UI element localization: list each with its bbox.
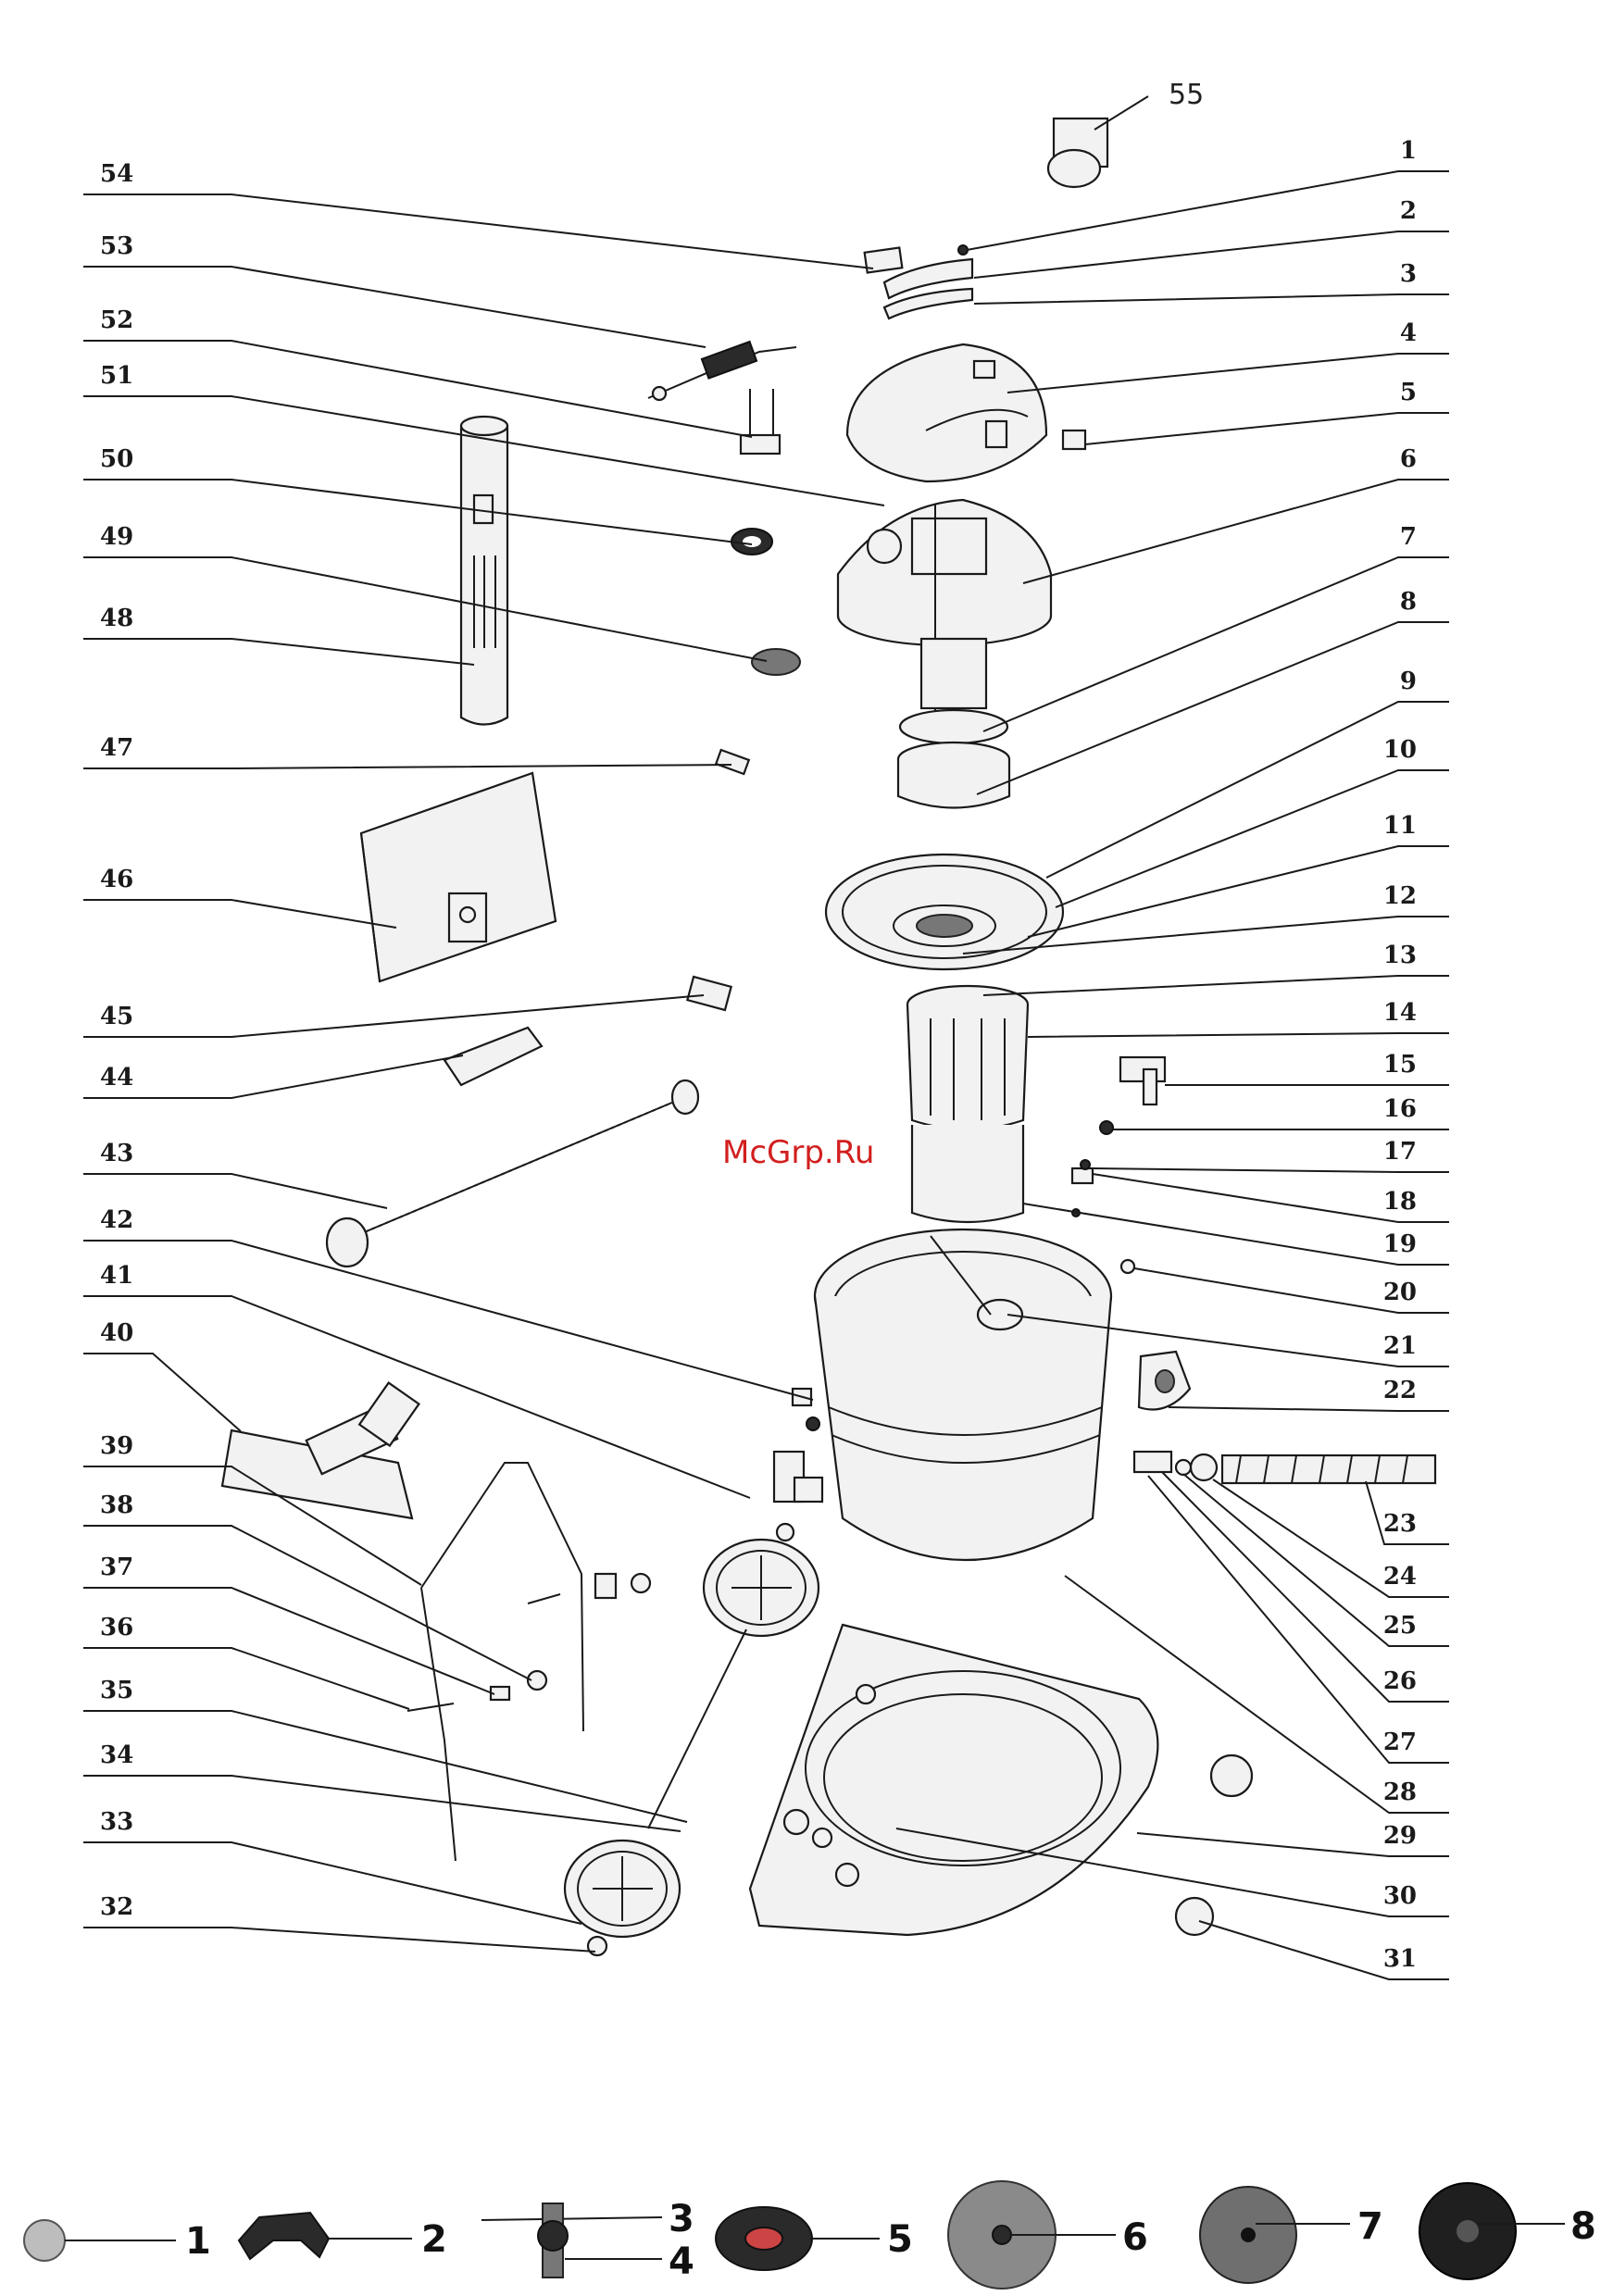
callout-38: 38: [100, 1491, 133, 1519]
part-tank: [815, 1229, 1111, 1560]
callout-6: 6: [1400, 445, 1417, 473]
callout-13: 13: [1383, 942, 1417, 969]
callout-45: 45: [100, 1003, 133, 1030]
callout-36: 36: [100, 1614, 133, 1641]
part-motor: [898, 639, 1009, 808]
callout-16: 16: [1383, 1095, 1417, 1123]
callout-31: 31: [1383, 1945, 1417, 1973]
callout-7: 7: [1400, 523, 1417, 551]
callout-54: 54: [100, 160, 133, 188]
part-inlet-hose: [1134, 1352, 1435, 1483]
callout-2: 2: [1400, 197, 1417, 225]
callout-9: 9: [1400, 668, 1417, 695]
strip-num-5: 5: [887, 2218, 913, 2261]
callout-48: 48: [100, 605, 133, 632]
callout-32: 32: [100, 1893, 133, 1921]
strip-num-8: 8: [1570, 2205, 1596, 2248]
strip-num-6: 6: [1122, 2216, 1148, 2259]
strip-num-2: 2: [421, 2218, 447, 2261]
callout-44: 44: [100, 1064, 133, 1092]
strip-num-7: 7: [1357, 2205, 1383, 2248]
part-clamp: [774, 1389, 822, 1502]
part-extension-tube: [461, 417, 507, 725]
callout-25: 25: [1383, 1612, 1417, 1640]
part-small-fittings: [1072, 1057, 1165, 1273]
callout-37: 37: [100, 1554, 133, 1581]
callout-51: 51: [100, 362, 133, 390]
part-lid-assembly: [847, 245, 1085, 481]
watermark-text: McGrp.Ru: [722, 1134, 874, 1171]
part-power-cord: [648, 342, 796, 454]
callout-23: 23: [1383, 1510, 1417, 1538]
part-base: [750, 1625, 1252, 1935]
callout-26: 26: [1383, 1667, 1417, 1695]
part-small-accessories: [716, 529, 800, 774]
part-hose: [327, 1080, 698, 1267]
part-filter-plate: [826, 855, 1063, 969]
vacuum-parts-illustration: [222, 96, 1435, 1955]
callout-43: 43: [100, 1140, 133, 1167]
callout-39: 39: [100, 1432, 133, 1460]
strip-num-1: 1: [185, 2220, 211, 2263]
callout-12: 12: [1383, 882, 1417, 910]
callout-15: 15: [1383, 1051, 1417, 1079]
callout-24: 24: [1383, 1563, 1417, 1591]
callout-50: 50: [100, 445, 133, 473]
callout-34: 34: [100, 1741, 133, 1769]
callout-1: 1: [1400, 137, 1417, 165]
part-floor-nozzle: [222, 1383, 419, 1518]
callout-19: 19: [1383, 1230, 1417, 1258]
strip-num-4: 4: [669, 2240, 694, 2283]
callout-29: 29: [1383, 1822, 1417, 1850]
bottom-parts-strip: 1 2 3 4 5 6 7 8: [24, 2181, 1596, 2289]
callout-27: 27: [1383, 1728, 1417, 1756]
part-motor-brush: [1048, 96, 1148, 187]
callout-17: 17: [1383, 1138, 1417, 1166]
callout-42: 42: [100, 1206, 133, 1234]
part-dust-bag: [361, 773, 556, 981]
callout-21: 21: [1383, 1332, 1417, 1360]
callout-53: 53: [100, 232, 133, 260]
callout-18: 18: [1383, 1188, 1417, 1216]
callout-3: 3: [1400, 260, 1417, 288]
callout-22: 22: [1383, 1377, 1417, 1404]
callout-35: 35: [100, 1677, 133, 1704]
callout-20: 20: [1383, 1279, 1417, 1306]
callout-49: 49: [100, 523, 133, 551]
callout-40: 40: [100, 1319, 133, 1347]
callout-55: 55: [1169, 79, 1204, 111]
part-crevice-tool: [444, 977, 731, 1085]
callout-5: 5: [1400, 379, 1417, 406]
part-filter-cage: [907, 986, 1028, 1222]
left-callout-numbers: 54 53 52 51 50 49 48 47 46 45 44 43 42 4…: [100, 160, 133, 1921]
callout-30: 30: [1383, 1882, 1417, 1910]
strip-num-3: 3: [669, 2198, 694, 2240]
callout-33: 33: [100, 1808, 133, 1836]
callout-46: 46: [100, 866, 133, 893]
callout-41: 41: [100, 1262, 133, 1290]
callout-28: 28: [1383, 1778, 1417, 1806]
callout-10: 10: [1383, 736, 1417, 764]
callout-47: 47: [100, 734, 133, 762]
callout-52: 52: [100, 306, 133, 334]
callout-11: 11: [1383, 812, 1417, 840]
callout-4: 4: [1400, 319, 1417, 347]
callout-14: 14: [1383, 999, 1417, 1027]
callout-8: 8: [1400, 588, 1417, 616]
